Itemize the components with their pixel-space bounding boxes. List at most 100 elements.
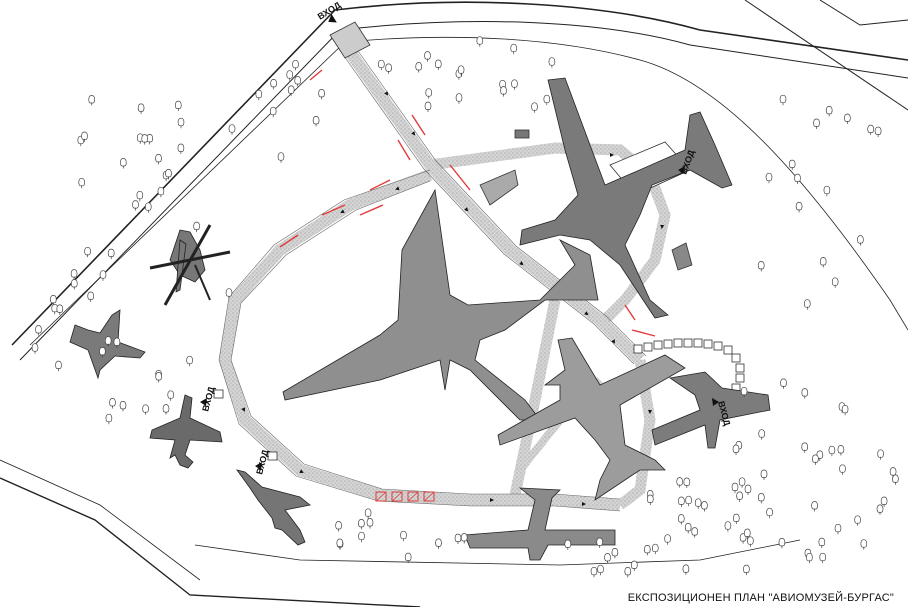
tree-icon: [434, 59, 442, 71]
tree-icon: [646, 494, 654, 506]
tree-icon: [136, 190, 144, 202]
tree-icon: [738, 477, 746, 489]
tree-icon: [162, 404, 170, 415]
tree-icon: [88, 95, 96, 106]
aircraft-delta-fighter: [236, 469, 311, 546]
tree-icon: [292, 59, 299, 71]
tree-icon: [531, 102, 538, 114]
tree-icon: [732, 444, 740, 456]
tree-icon: [760, 469, 768, 481]
entrance-left-2: ВХОД: [254, 448, 270, 476]
tree-icon: [435, 538, 442, 550]
tree-icon: [664, 534, 671, 546]
aircraft-bottom: [464, 487, 616, 561]
tree-icon: [590, 566, 598, 578]
tree-icon: [876, 504, 884, 516]
tree-icon: [144, 202, 152, 214]
tree-icon: [630, 560, 638, 572]
tree-icon: [743, 564, 750, 576]
tree-icon: [155, 372, 163, 383]
tree-icon: [795, 202, 803, 213]
tree-icon: [684, 523, 692, 534]
tree-icon: [35, 325, 42, 336]
tree-icon: [757, 493, 765, 504]
path-edges: [218, 40, 647, 512]
tree-icon: [819, 552, 827, 564]
tree-icon: [831, 277, 839, 289]
tree-icon: [500, 86, 507, 97]
tree-icon: [780, 378, 787, 390]
tree-icon: [839, 464, 846, 476]
tree-icon: [193, 221, 200, 233]
tree-icon: [312, 116, 320, 127]
tree-icon: [877, 449, 884, 461]
entrance-left-1: ВХОД: [200, 385, 216, 413]
tree-icon: [287, 85, 295, 97]
tree-icon: [747, 536, 754, 548]
tree-icon: [803, 299, 811, 311]
tree-icon: [142, 404, 149, 416]
tree-icon: [766, 507, 773, 519]
tree-icon: [55, 360, 62, 372]
tree-icon: [624, 567, 632, 578]
tree-icon: [779, 94, 787, 106]
tree-icon: [678, 496, 685, 508]
entrance-label: ВХОД: [316, 0, 343, 22]
tree-icon: [424, 101, 432, 113]
tree-icon: [132, 200, 139, 211]
tree-icon: [415, 62, 423, 73]
tree-icon: [31, 343, 39, 355]
route-arrows: [241, 91, 665, 506]
tree-icon: [141, 134, 149, 145]
tree-icon: [78, 177, 86, 189]
tree-icon: [682, 564, 690, 576]
entrance-label: ВХОД: [254, 448, 270, 476]
entrance-label: ВХОД: [200, 385, 216, 413]
tree-icon: [874, 126, 882, 138]
tree-icon: [510, 43, 518, 55]
tree-icon: [732, 513, 740, 525]
tree-icon: [277, 152, 285, 164]
tree-icon: [677, 514, 685, 525]
tree-icon: [107, 248, 115, 260]
tree-icon: [794, 173, 801, 185]
tree-icon: [269, 106, 277, 118]
aircraft-transport: [519, 77, 733, 319]
tree-icon: [788, 159, 796, 171]
tree-icon: [837, 445, 845, 456]
plan-caption: ЕКСПОЗИЦИОНЕН ПЛАН "АВИОМУЗЕЙ-БУРГАС": [627, 592, 894, 604]
tree-icon: [801, 388, 809, 399]
tree-icon: [174, 100, 182, 112]
tree-icon: [596, 537, 604, 549]
tree-icon: [385, 63, 392, 75]
tree-icon: [676, 477, 684, 488]
tree-icon: [597, 564, 604, 576]
aircraft-helicopter: [149, 224, 231, 306]
tree-icon: [186, 355, 193, 367]
tree-icon: [56, 304, 64, 316]
tree-icon: [99, 270, 107, 282]
tree-icon: [119, 401, 127, 412]
tree-icon: [685, 495, 692, 507]
tree-icon: [543, 94, 551, 106]
tree-icon: [744, 484, 752, 496]
tree-icon: [109, 398, 116, 409]
tree-icon: [400, 530, 407, 542]
tree-icon: [844, 113, 851, 125]
tree-icon: [454, 533, 462, 545]
tree-icon: [701, 501, 708, 512]
tree-icon: [823, 185, 831, 197]
tree-icon: [611, 548, 619, 559]
aircraft-medium-transport: [497, 337, 686, 501]
tree-icon: [834, 523, 842, 535]
red-markers: [279, 69, 656, 502]
aircraft-propeller-right: [651, 371, 771, 449]
tree-icon: [694, 498, 702, 510]
tree-icon: [177, 143, 185, 155]
tree-icon: [460, 533, 468, 544]
tree-icon: [377, 59, 385, 71]
tree-icon: [801, 442, 809, 454]
tree-icon: [335, 521, 342, 532]
tree-icon: [167, 390, 175, 402]
